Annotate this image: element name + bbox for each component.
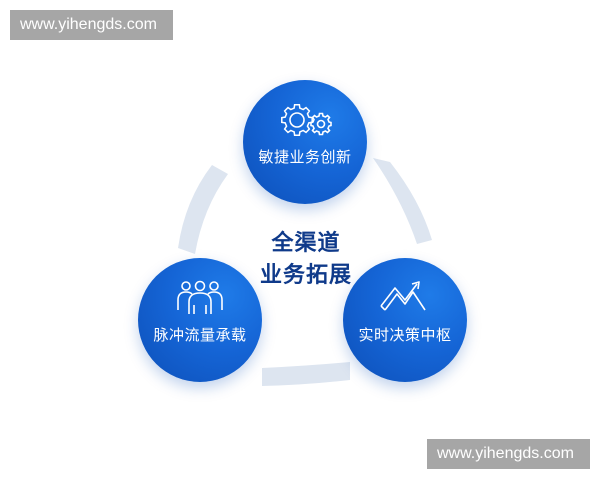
- node-label: 实时决策中枢: [358, 326, 452, 344]
- people-group-icon: [172, 278, 228, 318]
- center-title-line1: 全渠道: [271, 231, 341, 256]
- node-label: 敏捷业务创新: [258, 148, 352, 166]
- watermark-top-left: www.yihengds.com: [10, 10, 173, 40]
- node-agile-innovation: 敏捷业务创新: [243, 80, 367, 204]
- node-traffic-handling: 脉冲流量承载: [138, 258, 262, 382]
- node-label: 脉冲流量承载: [153, 326, 247, 344]
- arc-bottom: [262, 362, 350, 386]
- watermark-bottom-right: www.yihengds.com: [427, 439, 590, 469]
- center-title: 全渠道 业务拓展: [246, 228, 366, 292]
- center-title-line2: 业务拓展: [259, 263, 352, 288]
- gears-icon: [277, 100, 333, 140]
- arc-left: [178, 165, 228, 254]
- node-decision-hub: 实时决策中枢: [343, 258, 467, 382]
- trend-chart-icon: [377, 278, 433, 318]
- arc-right: [373, 158, 432, 244]
